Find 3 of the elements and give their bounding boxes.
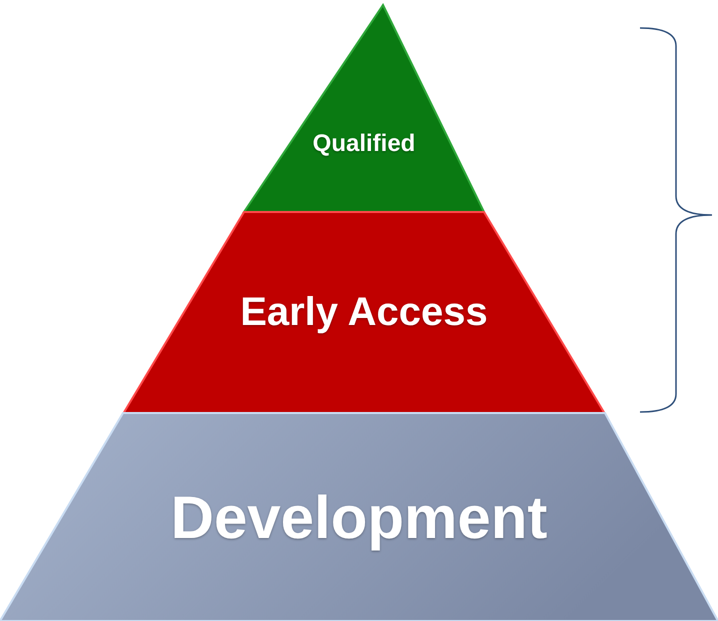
tier-label: Early Access [240,290,488,334]
tier-label: Development [170,482,548,552]
tier-label: Qualified [312,128,416,158]
